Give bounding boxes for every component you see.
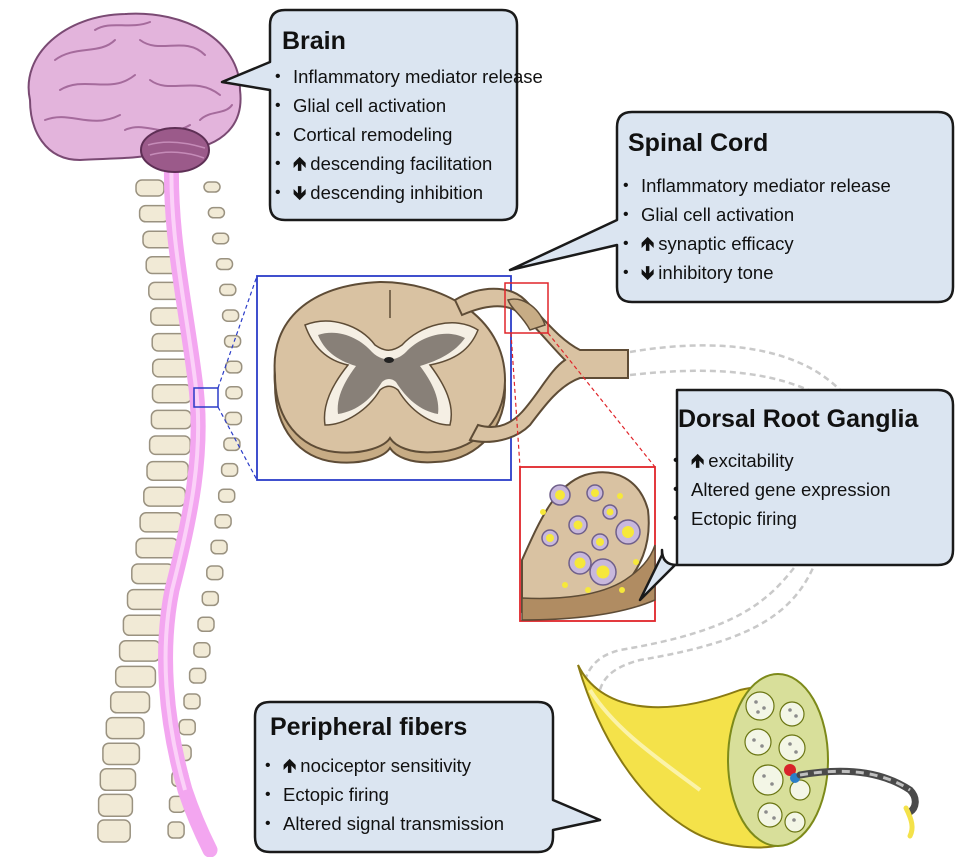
list-item: Ectopic firing (673, 504, 891, 533)
vertebra-process (222, 464, 238, 477)
vertebra-process (213, 233, 229, 244)
vertebra-process (217, 259, 233, 270)
vertebra-process (202, 592, 218, 606)
vertebra-process (168, 822, 184, 838)
list-item: Glial cell activation (275, 91, 543, 120)
list-item: 🡹descending facilitation (275, 149, 543, 178)
vertebra (120, 641, 161, 661)
list-item: 🡹nociceptor sensitivity (265, 751, 504, 780)
vertebra-process (223, 310, 239, 321)
brain-callout-title: Brain (282, 27, 346, 56)
vertebra-process (184, 694, 200, 709)
list-item: Altered gene expression (673, 475, 891, 504)
vertebra (98, 820, 130, 842)
vertebra-process (226, 361, 242, 373)
drg-callout-list: 🡹excitability Altered gene expression Ec… (673, 446, 891, 533)
up-arrow-icon: 🡹 (691, 446, 704, 475)
vertebra-process (215, 515, 231, 528)
peripheral-callout-title: Peripheral fibers (270, 713, 467, 742)
drg-callout-title: Dorsal Root Ganglia (678, 405, 918, 434)
vertebra (151, 410, 191, 428)
vertebra-process (225, 412, 241, 424)
vertebra-process (207, 566, 223, 580)
vertebra (106, 718, 144, 739)
vertebra (123, 615, 164, 635)
list-item: 🡻inhibitory tone (623, 258, 891, 287)
brain-callout-list: Inflammatory mediator release Glial cell… (275, 62, 543, 207)
list-item: Inflammatory mediator release (623, 171, 891, 200)
vertebra (136, 538, 178, 557)
vertebra (103, 743, 139, 764)
list-item: Inflammatory mediator release (275, 62, 543, 91)
list-item: 🡹synaptic efficacy (623, 229, 891, 258)
list-item: Cortical remodeling (275, 120, 543, 149)
vertebra (111, 692, 150, 713)
vertebra (144, 487, 186, 506)
vertebra-process (208, 208, 224, 218)
vertebra (99, 794, 133, 816)
vertebra (147, 462, 188, 481)
list-item: 🡻descending inhibition (275, 178, 543, 207)
vertebra (136, 180, 164, 196)
down-arrow-icon: 🡻 (293, 178, 306, 207)
list-item: Glial cell activation (623, 200, 891, 229)
up-arrow-icon: 🡹 (641, 229, 654, 258)
list-item: Altered signal transmission (265, 809, 504, 838)
vertebra (150, 436, 191, 454)
spinal-cord-cross-section (275, 282, 628, 463)
vertebra-process (204, 182, 220, 192)
brain-illustration (29, 14, 241, 172)
list-item: 🡹excitability (673, 446, 891, 475)
vertebra (100, 769, 135, 791)
vertebra-process (179, 720, 195, 735)
vertebra-process (194, 643, 210, 657)
vertebra (153, 359, 191, 377)
vertebra (116, 666, 156, 687)
spinal-cord-callout-list: Inflammatory mediator release Glial cell… (623, 171, 891, 287)
vertebra-process (190, 668, 206, 683)
vertebra (153, 385, 192, 403)
vertebra-process (220, 284, 236, 295)
vertebra-process (219, 489, 235, 502)
vertebra (140, 513, 182, 532)
peripheral-callout-list: 🡹nociceptor sensitivity Ectopic firing A… (265, 751, 504, 838)
down-arrow-icon: 🡻 (641, 258, 654, 287)
up-arrow-icon: 🡹 (293, 149, 306, 178)
peripheral-nerve-bundle (578, 665, 915, 847)
list-item: Ectopic firing (265, 780, 504, 809)
vertebra-process (198, 617, 214, 631)
vertebra-process (226, 387, 242, 399)
vertebra (140, 206, 170, 222)
vertebra-process (224, 438, 240, 450)
vertebra-process (211, 540, 227, 553)
up-arrow-icon: 🡹 (283, 751, 296, 780)
spinal-cord-callout-title: Spinal Cord (628, 129, 768, 158)
